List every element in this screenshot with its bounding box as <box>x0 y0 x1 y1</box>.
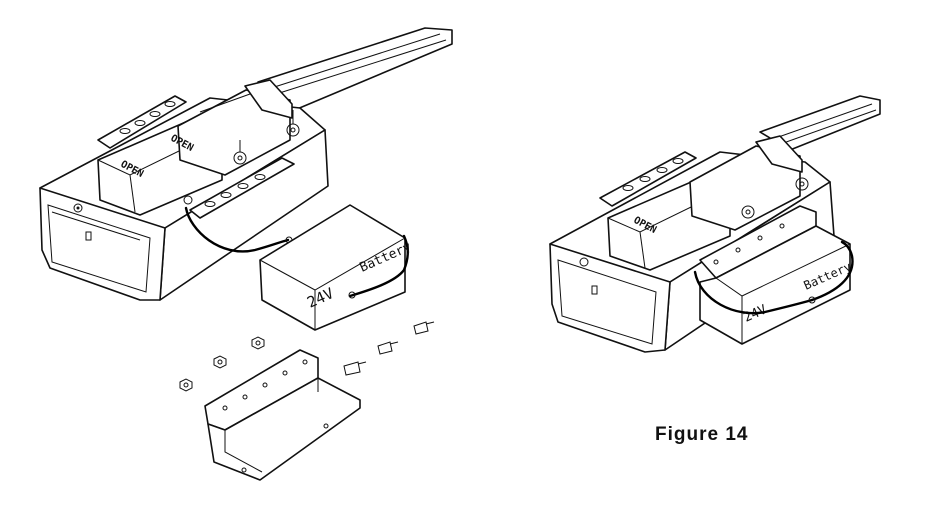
right-wire <box>693 270 814 315</box>
battery-tray-bracket <box>204 349 361 481</box>
hex-nut-2 <box>213 355 227 369</box>
left-battery: Battery 24V <box>259 204 414 331</box>
right-battery-assembly: Battery 24V <box>699 205 853 345</box>
screw-3 <box>413 321 435 335</box>
right-rail <box>759 95 881 151</box>
hex-nut-1 <box>179 378 193 392</box>
left-wire <box>184 206 290 253</box>
hex-nut-3 <box>251 336 265 350</box>
exploded-view: OPEN OPEN Battery 24V <box>39 27 453 481</box>
fasteners <box>179 321 435 392</box>
left-opener-unit: OPEN OPEN <box>39 79 329 301</box>
screw-1 <box>343 361 367 376</box>
screw-2 <box>377 341 399 355</box>
figure-caption: Figure 14 <box>655 424 749 445</box>
assembled-view: OPEN Battery 24V <box>549 95 881 353</box>
